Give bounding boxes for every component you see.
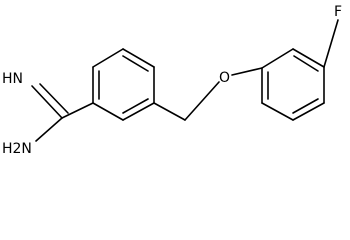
bond-ring1-b — [122, 102, 155, 121]
bond-ring2-d — [292, 102, 325, 121]
bond-amidine-c-ring — [61, 102, 94, 119]
amine-label: H2N — [2, 141, 32, 157]
bond-ch2-o — [184, 81, 220, 121]
molecule-structure: HN H2N O F — [2, 4, 342, 157]
bond-ring2-e — [261, 102, 294, 121]
imine-label: HN — [2, 71, 23, 87]
bond-ring2-inner-2 — [292, 98, 319, 114]
bond-ring2-inner-1 — [293, 55, 319, 72]
bond-ring2-a — [261, 48, 294, 69]
methylene-ether-linker — [153, 67, 263, 121]
bond-ring1-e — [92, 48, 124, 68]
ether-oxygen-label: O — [219, 70, 230, 86]
bond-ring1-inner-2 — [122, 55, 149, 72]
bond-ring1-d — [122, 48, 155, 68]
bond-ring1-inner-1 — [122, 98, 149, 114]
bond-c-f — [323, 19, 339, 68]
amidine-group — [31, 83, 94, 142]
bond-ring1-a — [92, 102, 124, 121]
bond-o-ring2 — [231, 67, 263, 76]
benzene-ring-fluorophenyl — [261, 19, 339, 121]
bond-ring-ch2 — [153, 102, 186, 121]
bond-ring2-b — [292, 48, 325, 68]
bond-amidine-c-imine-double — [39, 83, 69, 114]
benzene-ring-central — [92, 48, 155, 121]
fluorine-label: F — [334, 4, 342, 20]
bond-amidine-c-imine — [31, 85, 63, 119]
bond-amidine-c-amine — [35, 117, 63, 142]
